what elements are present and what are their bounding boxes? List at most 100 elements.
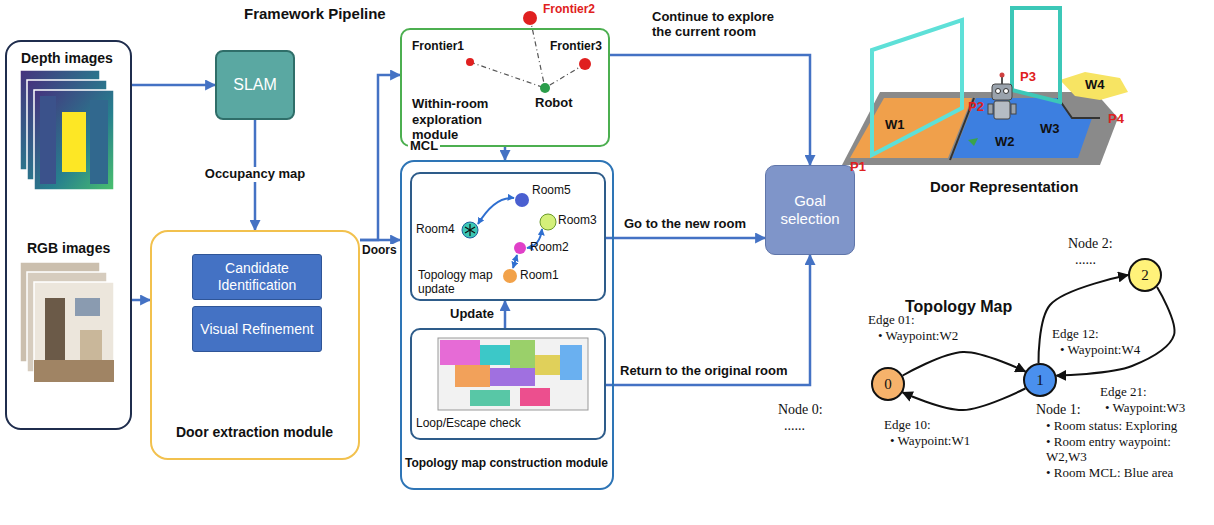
floor-map [490,368,535,386]
edge-annotation: • Waypoint:W3 [1105,401,1185,416]
process-box: Visual Refinement [192,306,322,352]
connector [606,255,810,385]
robot-icon [988,73,1016,120]
door-representation [968,138,978,146]
edge-label: Edge 12: [1050,327,1101,342]
room-graph [515,193,529,207]
floor-map [480,345,510,365]
node-label: 2 [1141,266,1149,284]
process-box: SLAM [215,50,295,120]
edge-label: Continue to explore the current room [650,10,794,40]
node-label: SLAM [233,75,277,94]
connector [504,147,507,160]
frontier-graph [540,83,550,93]
point-label: P1 [850,160,866,175]
connector [610,55,810,165]
room-graph [462,222,478,238]
floor-map [438,338,588,410]
panel-title: Loop/Escape check [416,416,566,430]
room-label: Room2 [530,241,569,255]
floor-map [560,345,582,380]
figure-title: Door Representation [930,178,1078,195]
figure-title: Topology Map [905,298,1012,316]
connector [903,352,1026,376]
room-label: Room3 [558,214,597,228]
robot-icon [1011,104,1016,114]
room-graph [478,198,514,224]
frontier-graph [470,62,545,88]
floor-map [510,340,535,368]
topology-node: 0 [871,367,905,401]
panel-title: RGB images [27,240,110,257]
frontier-label: Frontier1 [412,40,464,54]
topology-node: 2 [1128,258,1162,292]
panel-title: Topology map construction module [402,456,611,470]
room-graph [540,214,556,230]
room-graph [513,255,517,268]
door-representation [1058,98,1100,118]
robot-icon [988,104,993,114]
edge-label: Edge 01: [866,313,917,328]
connector [360,75,400,240]
robot-icon [1000,73,1005,78]
point-label: P2 [968,100,984,115]
panel-title: Depth images [21,50,113,67]
sub-panel: Topology map update [410,172,606,301]
node-label: Candidate Identification [198,260,316,294]
diagram-title: Framework Pipeline [244,5,386,22]
connector [132,299,150,302]
rgb-image-stack [75,298,100,316]
frontier-graph [579,58,591,70]
node-annotation: • Room status: Exploring [1046,419,1177,434]
room-graph [465,227,475,233]
rgb-image-stack [80,330,102,360]
rgb-image-stack [20,262,114,382]
connector [132,84,215,87]
module-panel: Topology map construction module Topology… [400,160,614,490]
room-label: Room4 [416,223,455,237]
floor-map [535,355,560,375]
door-representation [842,92,1118,165]
edge-annotation: • Waypoint:W1 [890,434,970,449]
node-annotation: ...... [784,418,805,434]
point-label: P3 [1020,70,1036,85]
room-graph [503,269,517,283]
module-panel: Door extraction module Candidate Identifi… [150,230,360,460]
node-label: 1 [1036,371,1044,389]
point-label: P4 [1108,112,1124,127]
edge-label: Edge 10: [882,418,933,433]
connector [903,389,1026,411]
floor-map [440,340,480,365]
depth-image-stack [40,96,56,184]
depth-image-stack [34,90,114,190]
edge-label: Doors [360,244,399,258]
topology-node: 1 [1023,363,1057,397]
edge-label: Occupancy map [203,167,307,182]
edge-label: MCL [408,139,440,154]
input-panel: Depth imagesRGB images [5,40,132,430]
waypoint-label: W4 [1085,78,1105,93]
frontier-label: Frontier3 [550,40,602,54]
door-representation [952,98,1092,158]
robot-label: Robot [535,96,573,111]
room-graph [465,227,475,233]
edge-label: Update [448,307,496,322]
node-label: Goal selection [771,192,849,228]
edge-label: Go to the new room [622,217,748,232]
floor-map [520,388,550,406]
frontier-graph [523,11,537,25]
edge-annotation: • Waypoint:W4 [1060,343,1140,358]
door-representation [1012,8,1060,102]
sub-panel: Loop/Escape check [410,328,606,440]
room-label: Room1 [520,269,559,283]
waypoint-label: W1 [885,118,905,133]
panel-title: Topology map update [418,268,506,297]
floor-map [455,365,490,387]
node-annotation: Node 2: [1068,236,1113,252]
waypoint-label: W2 [995,135,1015,150]
door-representation [1060,72,1128,100]
connector [504,301,507,328]
panel-title: Door extraction module [152,424,357,441]
goal-box: Goal selection [765,165,855,255]
room-label: Room5 [532,184,571,198]
